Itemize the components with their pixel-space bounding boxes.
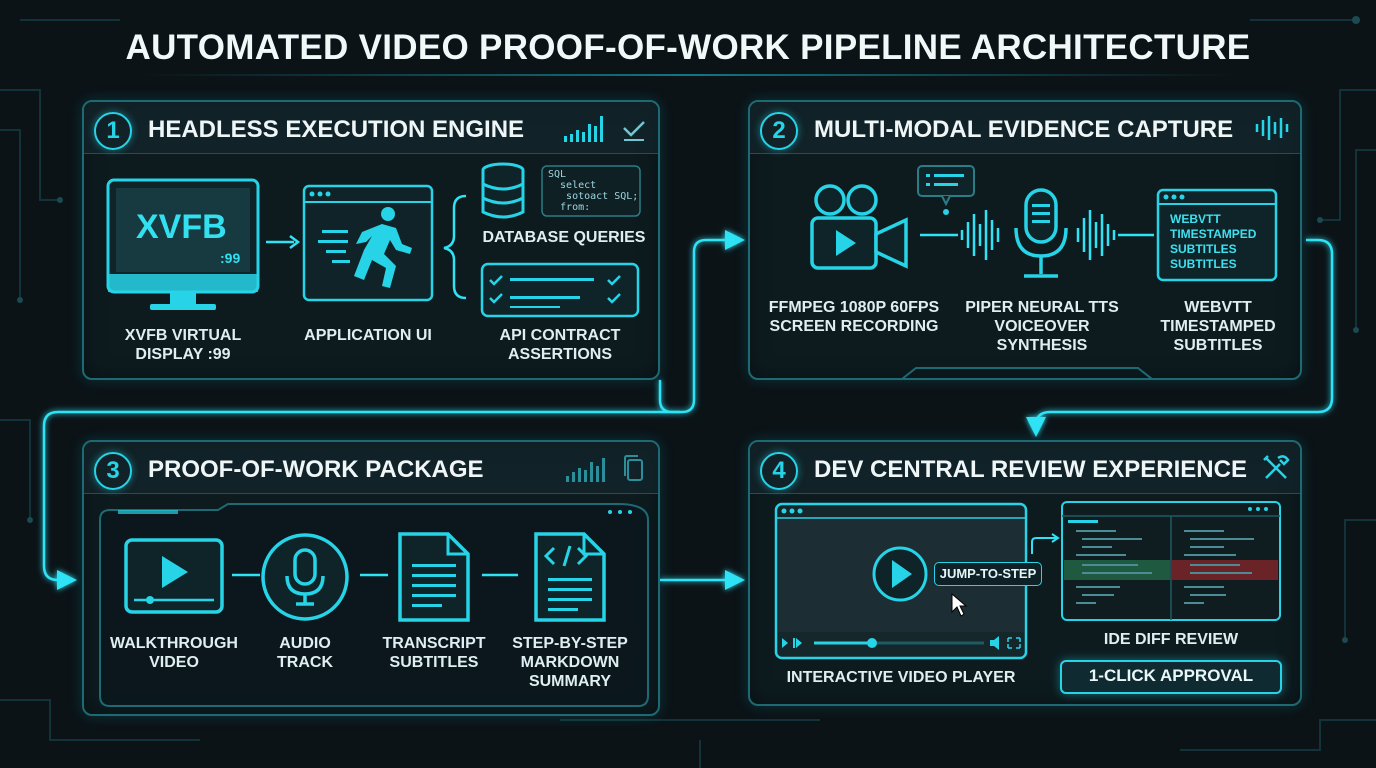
vtt-line: SUBTITLES [1170, 242, 1237, 256]
database-icon [481, 162, 525, 219]
panel-base-notch [902, 367, 1152, 380]
sql-snippet-box [541, 165, 641, 217]
connector-line [482, 573, 518, 577]
caption-markdown-summary: STEP-BY-STEP MARKDOWN SUMMARY [512, 635, 628, 690]
step-number: 3 [94, 452, 132, 490]
ide-diff-window[interactable] [1060, 500, 1282, 622]
step-number: 1 [94, 112, 132, 150]
step-number: 2 [760, 112, 798, 150]
monitor-text: XVFB [136, 208, 227, 246]
panel-title: HEADLESS EXECUTION ENGINE [148, 116, 525, 143]
tools-icon [1263, 455, 1290, 479]
speech-bubble-icon [917, 165, 975, 215]
document-icon [398, 532, 470, 622]
arrow-icon [1031, 533, 1060, 554]
title-underline [140, 74, 1236, 76]
panel-multi-modal-evidence-capture: 2 MULTI-MODAL EVIDENCE CAPTURE [748, 100, 1302, 380]
caption-walkthrough-video: WALKTHROUGH VIDEO [110, 635, 238, 671]
connector-line [232, 573, 260, 577]
checklist-icon [480, 262, 640, 318]
panel-header: 3 PROOF-OF-WORK PACKAGE [84, 442, 658, 494]
panel-header: 1 HEADLESS EXECUTION ENGINE [84, 102, 658, 154]
panel-dev-central-review: 4 DEV CENTRAL REVIEW EXPERIENCE JUMP-TO-… [748, 440, 1302, 706]
waveform-icon [1255, 116, 1289, 140]
code-file-icon [534, 532, 606, 622]
caption-application-ui: APPLICATION UI [304, 327, 432, 344]
subtitle-window-icon [1156, 188, 1278, 282]
panel-title: MULTI-MODAL EVIDENCE CAPTURE [814, 116, 1234, 143]
audio-waveform [920, 210, 1154, 260]
video-player-icon [124, 538, 224, 614]
caption-audio-track: AUDIO TRACK [277, 635, 333, 671]
microphone-icon [1014, 188, 1068, 278]
vtt-line: TIMESTAMPED [1170, 227, 1257, 241]
panel-header: 4 DEV CENTRAL REVIEW EXPERIENCE [750, 442, 1300, 494]
vtt-line: SUBTITLES [1170, 257, 1237, 271]
arrow-icon [266, 235, 301, 249]
caption-xvfb: XVFB VIRTUAL DISPLAY :99 [124, 327, 242, 363]
brace-connector [443, 194, 467, 300]
caption-api-contract-assertions: API CONTRACT ASSERTIONS [499, 327, 621, 363]
vtt-line: WEBVTT [1170, 212, 1221, 226]
video-camera-icon [810, 184, 908, 270]
jump-to-step-button[interactable]: JUMP-TO-STEP [934, 562, 1042, 586]
panel-header: 2 MULTI-MODAL EVIDENCE CAPTURE [750, 102, 1300, 154]
package-frame [99, 503, 649, 707]
panel-proof-of-work-package: 3 PROOF-OF-WORK PACKAGE [82, 440, 660, 716]
monitor-icon [106, 178, 260, 310]
caption-ide-diff-review: IDE DIFF REVIEW [1103, 631, 1239, 648]
copy-icon [624, 455, 643, 481]
sql-snippet: SQL select sotoact SQL; from: [548, 169, 639, 213]
bar-chart-icon [566, 458, 605, 482]
cursor-icon [951, 592, 968, 617]
caption-webvtt: WEBVTT TIMESTAMPED SUBTITLES [1160, 299, 1276, 354]
panel-headless-execution-engine: 1 HEADLESS EXECUTION ENGINE XVFB :99 XVF… [82, 100, 660, 380]
check-icon [623, 121, 645, 141]
application-window-icon [302, 184, 434, 302]
bar-chart-icon [564, 116, 603, 142]
panel-title: PROOF-OF-WORK PACKAGE [148, 456, 484, 483]
approval-button[interactable]: 1-CLICK APPROVAL [1060, 660, 1282, 694]
connector-line [360, 573, 388, 577]
monitor-display-number: :99 [220, 250, 241, 266]
panel-title: DEV CENTRAL REVIEW EXPERIENCE [814, 456, 1247, 483]
caption-piper-tts: PIPER NEURAL TTS VOICEOVER SYNTHESIS [965, 299, 1119, 354]
caption-database-queries: DATABASE QUERIES [482, 229, 646, 246]
page-title: AUTOMATED VIDEO PROOF-OF-WORK PIPELINE A… [125, 28, 1251, 67]
caption-transcript-subtitles: TRANSCRIPT SUBTITLES [382, 635, 486, 671]
microphone-circle-icon [261, 533, 349, 621]
caption-interactive-video-player: INTERACTIVE VIDEO PLAYER [786, 669, 1016, 686]
step-number: 4 [760, 452, 798, 490]
caption-ffmpeg: FFMPEG 1080P 60FPS SCREEN RECORDING [768, 299, 940, 335]
